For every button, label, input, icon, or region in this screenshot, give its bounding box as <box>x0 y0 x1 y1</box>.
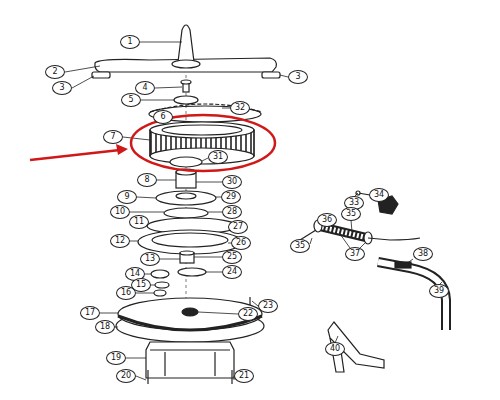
callout-number: 34 <box>369 188 389 202</box>
callout-number: 7 <box>103 130 123 144</box>
callout-number: 13 <box>140 252 160 266</box>
callout-number: 37 <box>345 247 365 261</box>
callout-number: 36 <box>317 213 337 227</box>
callout-number: 17 <box>80 306 100 320</box>
callout-number: 32 <box>230 101 250 115</box>
callout-number: 39 <box>429 284 449 298</box>
callout-number: 20 <box>116 369 136 383</box>
callout-number: 38 <box>413 247 433 261</box>
callout-number: 25 <box>222 250 242 264</box>
callout-number: 11 <box>129 215 149 229</box>
callout-number: 40 <box>325 342 345 356</box>
callout-number: 12 <box>110 234 130 248</box>
callout-number: 19 <box>106 351 126 365</box>
callout-number: 2 <box>45 65 65 79</box>
callout-number: 3 <box>288 70 308 84</box>
callout-number: 10 <box>110 205 130 219</box>
callout-number: 28 <box>222 205 242 219</box>
callout-number: 6 <box>153 110 173 124</box>
callout-number: 31 <box>208 150 228 164</box>
callout-number: 1 <box>120 35 140 49</box>
callout-number: 4 <box>135 81 155 95</box>
callout-number: 35 <box>290 239 310 253</box>
callout-number: 9 <box>117 190 137 204</box>
callout-number: 35 <box>341 207 361 221</box>
callout-number: 30 <box>222 175 242 189</box>
callout-number: 18 <box>95 320 115 334</box>
callout-number: 8 <box>137 173 157 187</box>
callout-number: 29 <box>221 190 241 204</box>
callout-number: 27 <box>228 220 248 234</box>
callout-number: 3 <box>52 81 72 95</box>
callout-number: 22 <box>238 307 258 321</box>
callout-number: 26 <box>231 236 251 250</box>
callout-number: 5 <box>121 93 141 107</box>
callout-number: 24 <box>222 265 242 279</box>
callout-number: 23 <box>258 299 278 313</box>
callout-number: 21 <box>234 369 254 383</box>
callout-number: 16 <box>116 286 136 300</box>
